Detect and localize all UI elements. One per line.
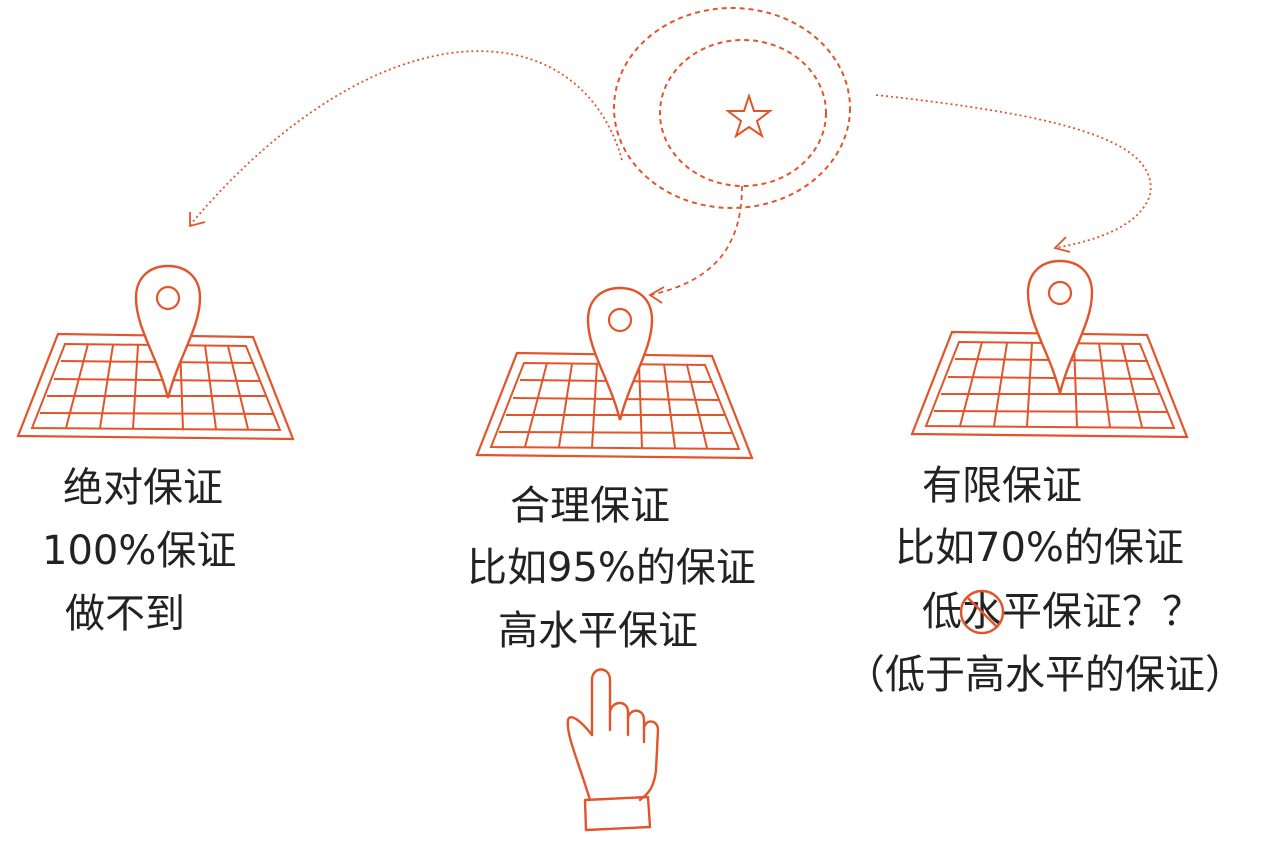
right-question-pre: 低 (922, 589, 962, 635)
star-target-icon (725, 92, 773, 139)
map-pin-icon (16, 264, 295, 441)
left-percent: 100%保证 (42, 528, 237, 574)
pointing-hand-icon (566, 668, 660, 832)
outer-target-ring (613, 7, 851, 209)
middle-note: 高水平保证 (498, 608, 698, 654)
struck-character: 水 (959, 589, 1005, 635)
arrow-to-middle (648, 185, 743, 304)
right-percent: 比如70%的保证 (895, 525, 1184, 571)
middle-percent: 比如95%的保证 (467, 545, 756, 591)
arrow-to-right (875, 94, 1152, 253)
map-pin-icon (910, 259, 1189, 439)
middle-title: 合理保证 (510, 483, 670, 529)
right-question: 低水平保证？？ (922, 589, 1202, 635)
left-title: 绝对保证 (63, 465, 223, 511)
right-title: 有限保证 (922, 463, 1082, 509)
right-note: （低于高水平的保证） (845, 652, 1245, 698)
inner-target-ring (659, 39, 827, 187)
target-circles (613, 7, 851, 209)
arrow-to-left (189, 50, 623, 228)
map-pin-icon (475, 286, 754, 460)
right-question-post: 平保证？？ (1002, 589, 1202, 635)
left-note: 做不到 (65, 591, 185, 637)
